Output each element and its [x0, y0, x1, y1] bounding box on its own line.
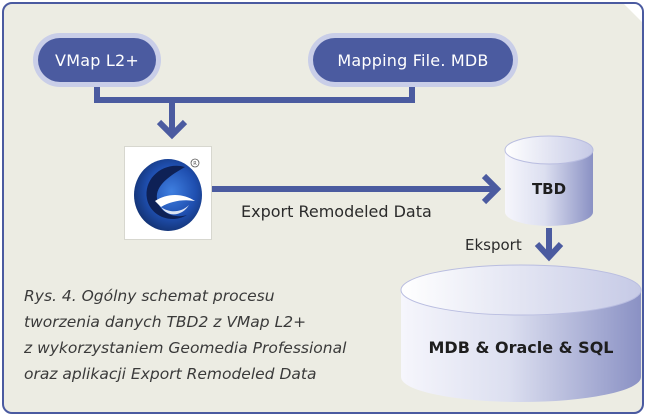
- geomedia-logo: R: [124, 146, 212, 240]
- db-cylinder: [400, 264, 642, 402]
- corner-fold: [622, 4, 642, 24]
- caption-line-4: oraz aplikacji Export Remodeled Data: [24, 365, 317, 383]
- caption-line-1: Rys. 4. Ogólny schemat procesu: [24, 287, 275, 305]
- eksport-label: Eksport: [465, 236, 522, 254]
- tbd-cylinder: [504, 135, 594, 226]
- geomedia-logo-icon: R: [134, 158, 202, 231]
- db-node-label: MDB & Oracle & SQL: [428, 338, 614, 357]
- caption-line-2: tworzenia danych TBD2 z VMap L2+: [24, 313, 307, 331]
- arrowhead-down-logo: [156, 119, 188, 140]
- mapping-file-node: Mapping File. MDB: [313, 38, 513, 82]
- arrowhead-right-tbd: [481, 173, 502, 205]
- vmap-node-label: VMap L2+: [55, 50, 139, 70]
- export-remodeled-label: Export Remodeled Data: [241, 202, 432, 221]
- arrowhead-down-db: [534, 241, 564, 262]
- merge-connector: [94, 82, 415, 132]
- caption-line-3: z wykorzystaniem Geomedia Professional: [24, 339, 347, 357]
- tbd-node-label: TBD: [531, 180, 567, 198]
- figure-caption: Rys. 4. Ogólny schemat procesu tworzenia…: [24, 283, 404, 387]
- mapping-file-node-label: Mapping File. MDB: [337, 50, 489, 70]
- svg-text:R: R: [193, 161, 197, 167]
- vmap-node: VMap L2+: [38, 38, 156, 82]
